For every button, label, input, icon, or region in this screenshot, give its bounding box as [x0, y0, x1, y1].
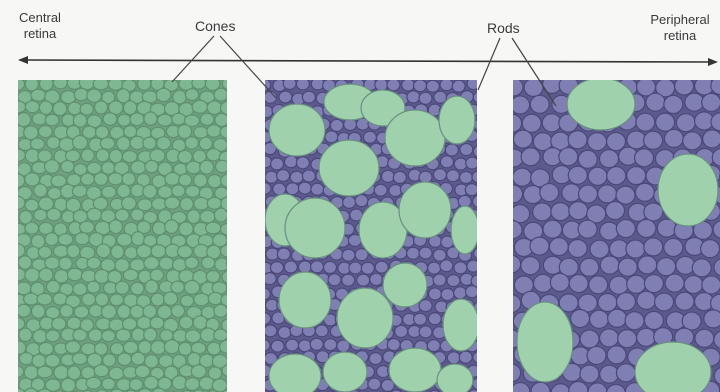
arrow-right-icon: [708, 58, 718, 66]
cones-leader-right: [220, 36, 276, 98]
cones-leader-left: [172, 36, 214, 82]
retina-axis-line: [24, 60, 712, 62]
arrow-left-icon: [18, 56, 28, 64]
rods-leader-left: [478, 38, 500, 90]
rods-leader-right: [512, 38, 556, 106]
